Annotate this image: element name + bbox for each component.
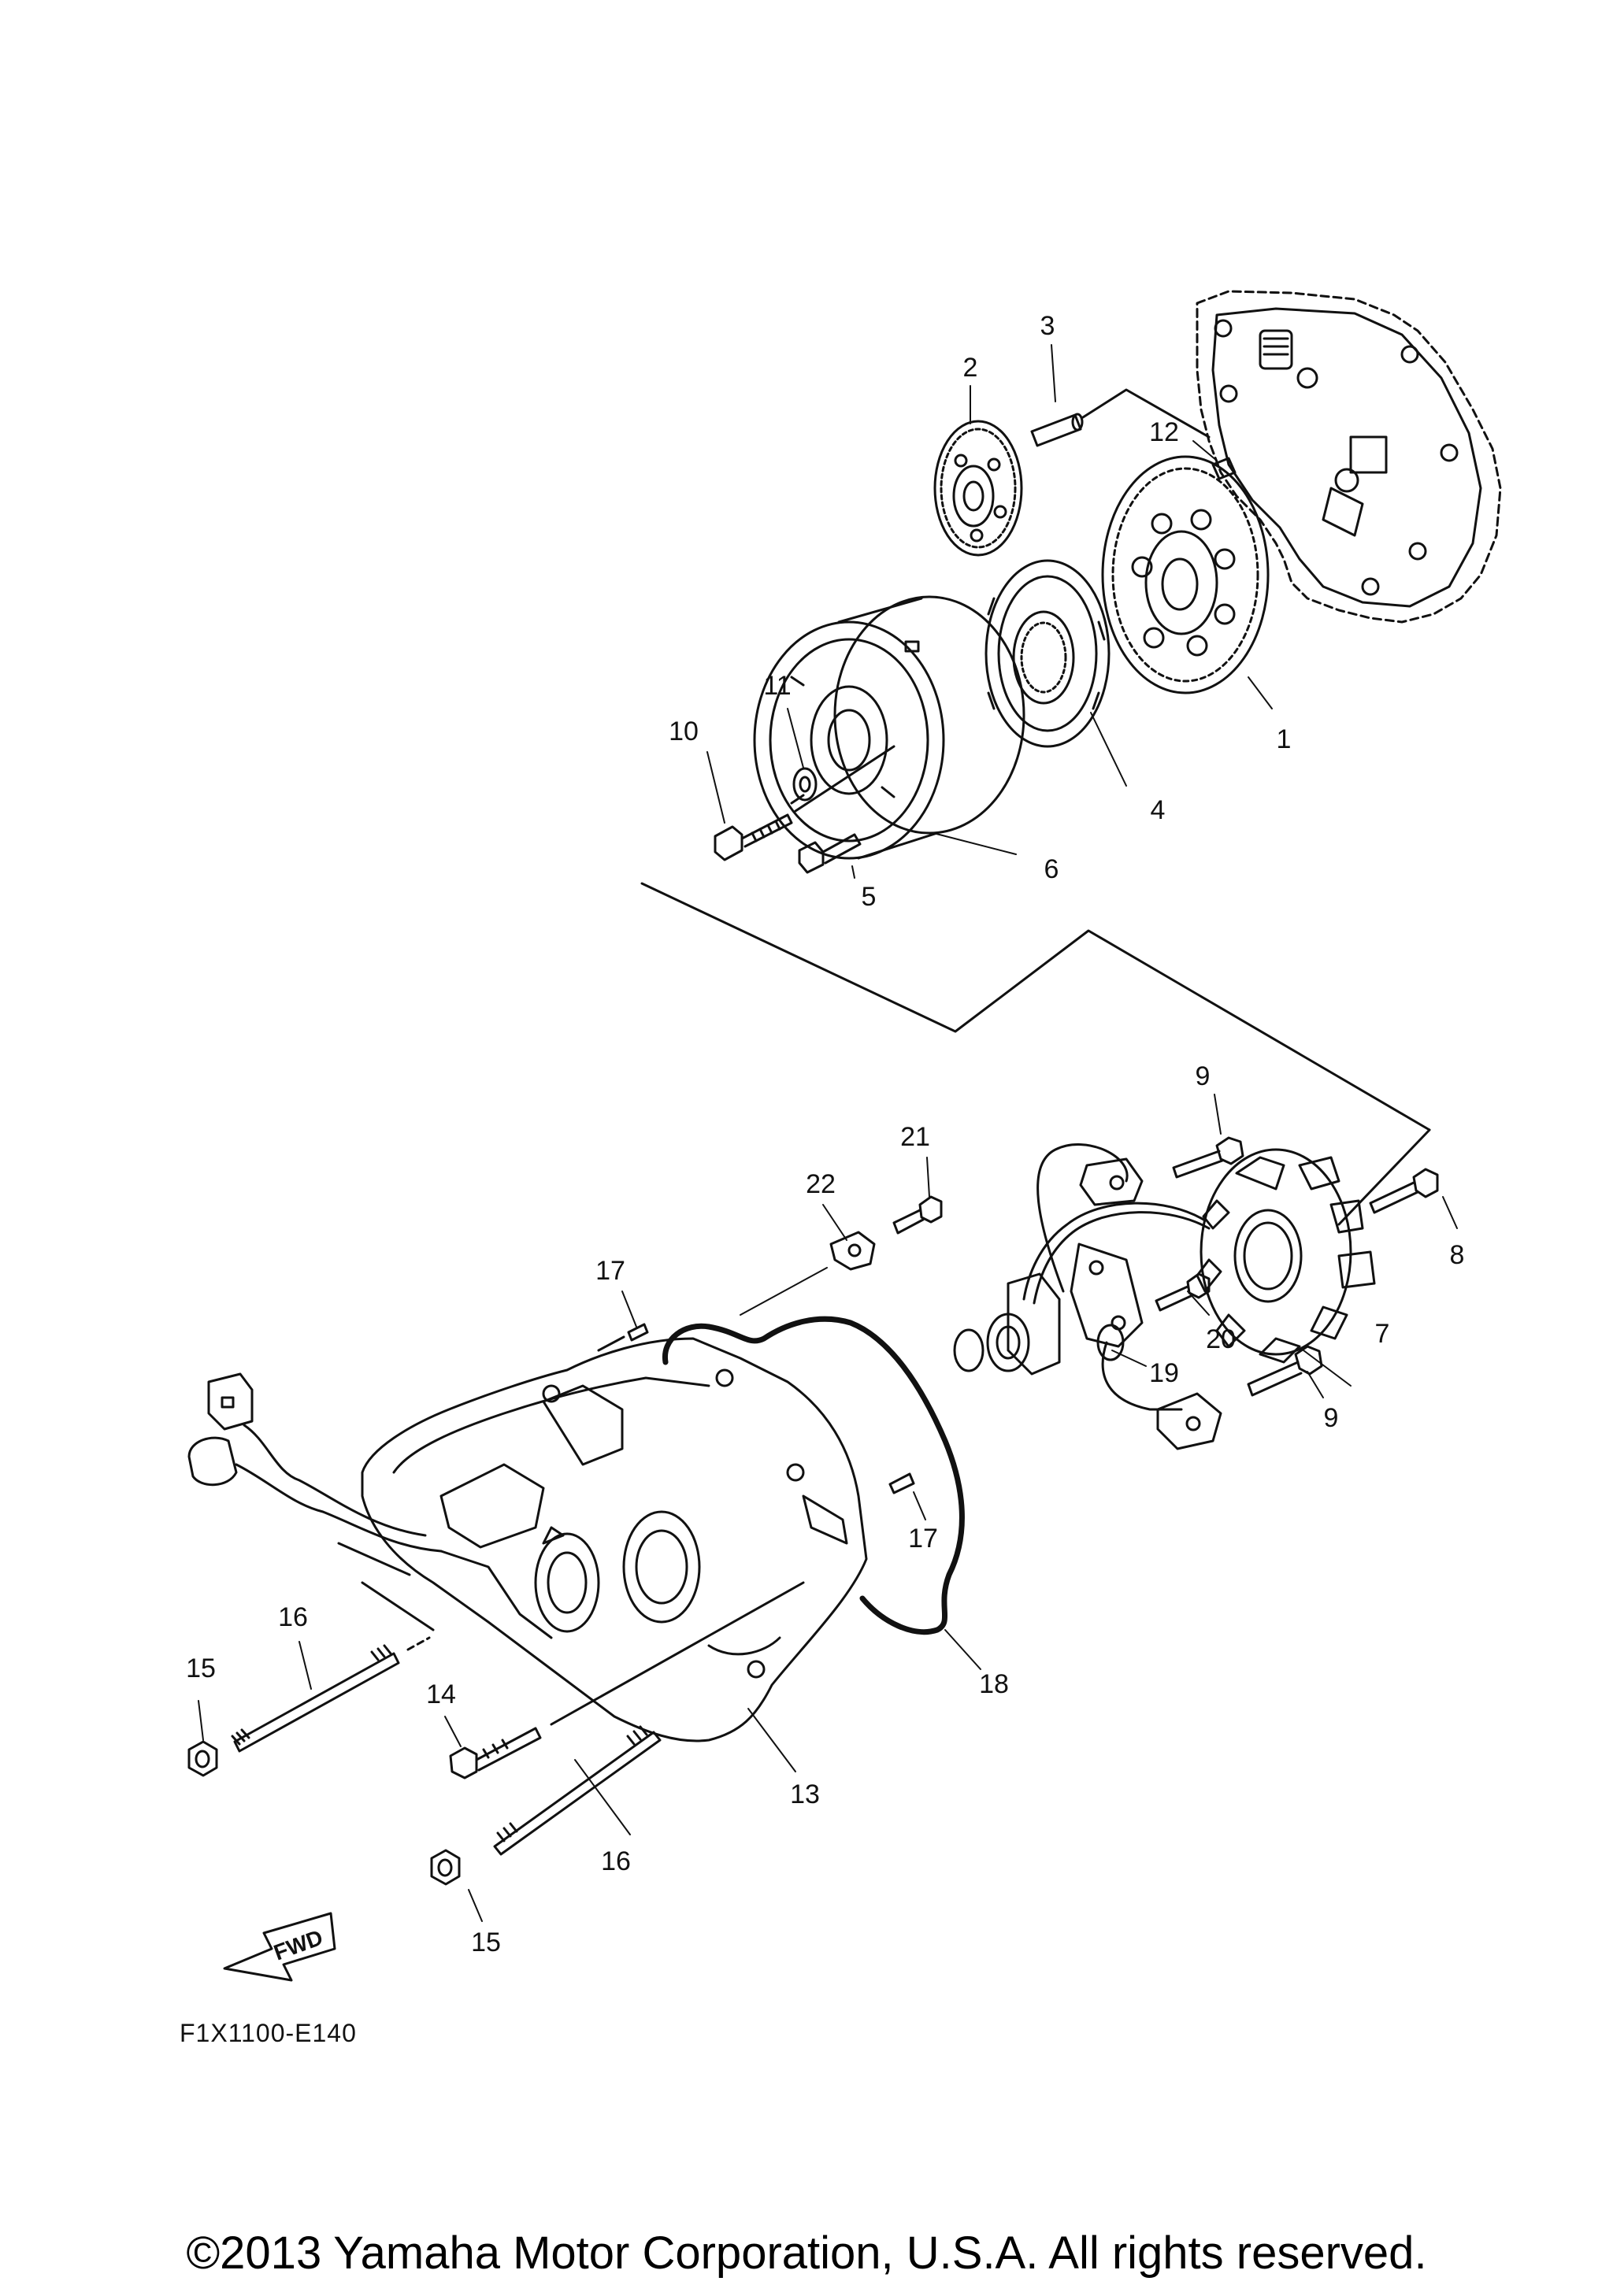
part-6-rotor bbox=[753, 595, 1025, 860]
callout-3: 3 bbox=[1040, 311, 1055, 341]
part-14-bolt bbox=[449, 1581, 805, 1779]
fwd-arrow-icon bbox=[223, 1912, 336, 1982]
callout-2: 2 bbox=[963, 353, 978, 383]
part-16-stud-upper bbox=[231, 1636, 431, 1753]
callout-18: 18 bbox=[979, 1669, 1009, 1699]
callout-9-lower: 9 bbox=[1324, 1403, 1339, 1433]
callout-21: 21 bbox=[900, 1122, 930, 1152]
copyright-notice: ©2013 Yamaha Motor Corporation, U.S.A. A… bbox=[186, 2227, 1427, 2279]
part-4-clutch bbox=[984, 559, 1111, 748]
part-17-dowel-upper bbox=[597, 1323, 649, 1352]
part-16-stud-lower bbox=[493, 1725, 662, 1856]
callout-6: 6 bbox=[1044, 854, 1059, 884]
part-9-bolt-lower bbox=[1247, 1345, 1323, 1397]
wire-harness bbox=[1022, 1143, 1222, 1450]
callout-7: 7 bbox=[1375, 1319, 1390, 1349]
callout-16-upper: 16 bbox=[278, 1602, 308, 1632]
callout-20: 20 bbox=[1206, 1324, 1236, 1354]
part-15-nut-upper bbox=[187, 1740, 218, 1777]
callout-15-lower: 15 bbox=[471, 1928, 501, 1957]
callout-4: 4 bbox=[1151, 795, 1166, 825]
callout-9-upper: 9 bbox=[1196, 1061, 1211, 1091]
part-18-gasket bbox=[662, 1316, 965, 1635]
part-1-gear bbox=[1101, 455, 1270, 694]
part-5-bolt bbox=[798, 833, 862, 874]
part-7-stator bbox=[1196, 1148, 1376, 1364]
part-12-key bbox=[1211, 457, 1237, 480]
callout-13: 13 bbox=[790, 1779, 820, 1809]
part-9-bolt-upper bbox=[1172, 1136, 1244, 1179]
part-21-bolt bbox=[892, 1195, 943, 1235]
callout-16-lower: 16 bbox=[601, 1846, 631, 1876]
part-2-gear bbox=[933, 420, 1023, 557]
part-19-grommet bbox=[1096, 1324, 1125, 1361]
part-20-bolt bbox=[1155, 1272, 1211, 1312]
callout-15-upper: 15 bbox=[186, 1653, 216, 1683]
callout-19: 19 bbox=[1149, 1358, 1179, 1388]
assembly-leader-outline bbox=[640, 882, 1431, 1226]
part-15-nut-lower bbox=[430, 1849, 461, 1886]
part-10-bolt bbox=[714, 745, 895, 861]
part-8-bolt bbox=[1369, 1168, 1439, 1214]
callout-numbers: 1 2 3 4 5 6 7 8 9 9 10 11 12 13 14 15 15… bbox=[186, 311, 1464, 1957]
part-3-shaft bbox=[1030, 388, 1211, 447]
part-11-washer bbox=[792, 767, 818, 802]
callout-1: 1 bbox=[1277, 724, 1292, 754]
callout-17-upper: 17 bbox=[595, 1256, 625, 1286]
crankcase-outline bbox=[1196, 290, 1502, 624]
diagram-code: F1X1100-E140 bbox=[180, 2019, 357, 2047]
callout-22: 22 bbox=[806, 1169, 836, 1199]
part-17-dowel-lower bbox=[888, 1472, 915, 1494]
leader-lines bbox=[198, 344, 1458, 1922]
left-connector-harness bbox=[187, 1372, 553, 1639]
callout-8: 8 bbox=[1450, 1240, 1465, 1270]
callout-10: 10 bbox=[669, 717, 699, 746]
callout-17-lower: 17 bbox=[908, 1524, 938, 1554]
part-13-cover bbox=[361, 1337, 868, 1742]
callout-12: 12 bbox=[1149, 417, 1179, 447]
callout-5: 5 bbox=[862, 882, 877, 912]
part-22-bracket bbox=[829, 1231, 876, 1271]
callout-11: 11 bbox=[763, 671, 791, 701]
center-seal bbox=[953, 1272, 1061, 1376]
callout-14: 14 bbox=[426, 1679, 456, 1709]
